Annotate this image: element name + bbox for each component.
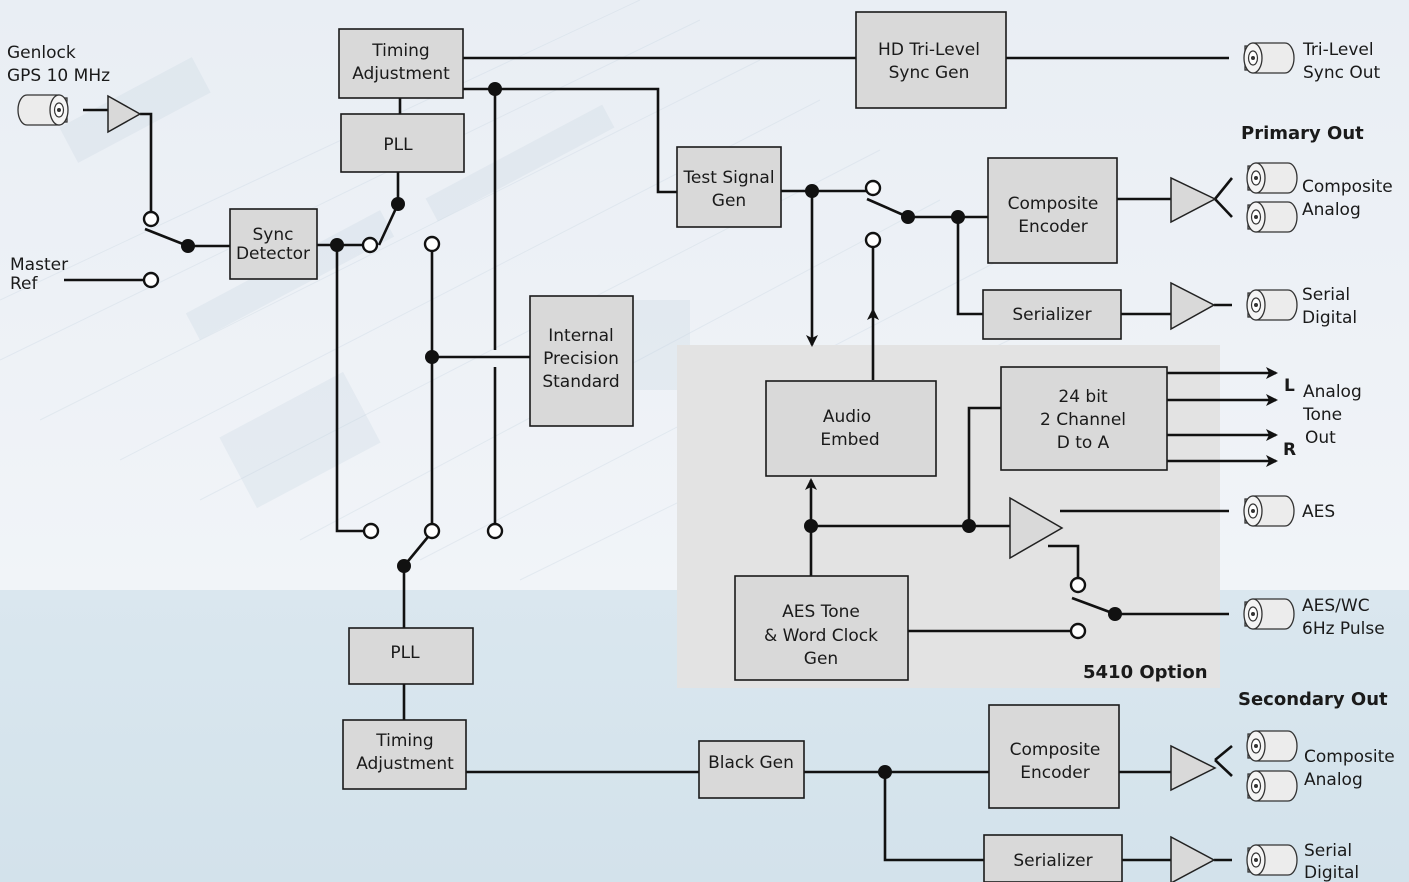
serial-secondary-bnc-icon <box>1246 844 1298 876</box>
composite-encoder-primary-line-2: Encoder <box>1018 217 1088 237</box>
composite-encoder-secondary-block: Composite Encoder <box>988 704 1120 809</box>
aes-bnc-icon <box>1243 495 1295 527</box>
composite-encoder-secondary-line-2: Encoder <box>1020 763 1090 783</box>
composite-secondary-line-2: Analog <box>1304 770 1363 790</box>
pll-bottom-block: PLL <box>348 627 474 685</box>
trilevel-out-line-2: Sync Out <box>1303 63 1381 83</box>
primary-out-heading: Primary Out <box>1241 123 1364 144</box>
dac-line-2: 2 Channel <box>1040 410 1126 430</box>
composite-primary-line-2: Analog <box>1302 200 1361 220</box>
switch-terminals <box>142 179 1087 640</box>
serializer-primary-block: Serializer <box>982 289 1122 340</box>
genlock-label-line-2: GPS 10 MHz <box>7 66 110 86</box>
ips-line-3: Standard <box>542 372 619 392</box>
trilevel-bnc-connector-icon <box>1243 42 1295 74</box>
hd-trilevel-line-1: HD Tri-Level <box>878 40 980 60</box>
dac-block: 24 bit 2 Channel D to A <box>1000 366 1168 471</box>
black-gen-block: Black Gen <box>698 740 805 799</box>
option-5410-label: 5410 Option <box>1083 662 1208 683</box>
serializer-secondary-label: Serializer <box>1013 851 1092 871</box>
timing-top-line-1: Timing <box>371 41 429 61</box>
right-channel-label: R <box>1283 440 1296 460</box>
analog-tone-line-2: Tone <box>1302 405 1342 425</box>
timing-top-line-2: Adjustment <box>352 64 450 84</box>
pll-bottom-label: PLL <box>390 643 420 663</box>
aes-tone-word-clock-gen-block: AES Tone & Word Clock Gen <box>734 575 909 681</box>
master-ref-line-2: Ref <box>10 274 39 294</box>
composite-encoder-primary-block: Composite Encoder <box>987 157 1118 264</box>
primary-serial-amplifier <box>1170 281 1216 331</box>
serial-secondary-line-1: Serial <box>1304 841 1352 861</box>
aes-tone-line-3: Gen <box>804 649 838 669</box>
internal-precision-standard-block: Internal Precision Standard <box>529 295 634 427</box>
aes-out-label: AES <box>1302 502 1335 522</box>
genlock-input-amplifier <box>107 94 142 134</box>
composite-secondary-bnc-a-icon <box>1246 730 1298 762</box>
master-ref-line-1: Master <box>10 255 68 275</box>
genlock-label-line-1: Genlock <box>7 43 76 63</box>
pll-top-label: PLL <box>383 135 413 155</box>
analog-tone-line-1: Analog <box>1303 382 1362 402</box>
aes-amplifier <box>1009 496 1064 560</box>
sync-detector-line-2: Detector <box>236 244 310 264</box>
serial-primary-bnc-icon <box>1246 289 1298 321</box>
aes-wc-line-2: 6Hz Pulse <box>1302 619 1385 639</box>
hd-trilevel-sync-gen-block: HD Tri-Level Sync Gen <box>855 11 1007 109</box>
amplifiers <box>107 94 1217 882</box>
secondary-out-heading: Secondary Out <box>1238 689 1388 710</box>
secondary-serial-amplifier <box>1170 835 1216 882</box>
timing-bottom-line-1: Timing <box>375 731 433 751</box>
left-channel-label: L <box>1284 376 1295 396</box>
pll-top-block: PLL <box>340 113 465 173</box>
composite-secondary-bnc-b-icon <box>1246 770 1298 802</box>
test-signal-gen-block: Test Signal Gen <box>676 146 782 228</box>
composite-secondary-line-1: Composite <box>1304 747 1395 767</box>
serializer-primary-label: Serializer <box>1012 305 1091 325</box>
input-labels: Genlock GPS 10 MHz Master Ref <box>7 43 110 294</box>
serial-primary-line-2: Digital <box>1302 308 1357 328</box>
black-gen-label: Black Gen <box>708 753 794 773</box>
test-signal-line-1: Test Signal <box>682 168 774 188</box>
serial-primary-line-1: Serial <box>1302 285 1350 305</box>
genlock-bnc-connector-icon <box>17 94 69 126</box>
audio-embed-line-1: Audio <box>823 407 871 427</box>
ips-line-1: Internal <box>548 326 614 346</box>
ips-line-2: Precision <box>543 349 619 369</box>
dac-line-3: D to A <box>1057 433 1110 453</box>
analog-tone-line-3: Out <box>1305 428 1336 448</box>
aes-wc-line-1: AES/WC <box>1302 596 1370 616</box>
aes-tone-line-2: & Word Clock <box>764 626 878 646</box>
audio-embed-line-2: Embed <box>820 430 879 450</box>
hd-trilevel-line-2: Sync Gen <box>889 63 970 83</box>
composite-primary-bnc-a-icon <box>1246 162 1298 194</box>
output-labels: Tri-Level Sync Out Composite Analog Seri… <box>1302 40 1395 882</box>
trilevel-out-line-1: Tri-Level <box>1302 40 1374 60</box>
timing-adjustment-top-block: Timing Adjustment <box>338 28 464 99</box>
serializer-secondary-block: Serializer <box>983 834 1123 882</box>
sync-detector-line-1: Sync <box>253 225 294 245</box>
composite-primary-line-1: Composite <box>1302 177 1393 197</box>
primary-composite-amplifier <box>1170 176 1217 224</box>
serial-secondary-line-2: Digital <box>1304 863 1359 882</box>
timing-adjustment-bottom-block: Timing Adjustment <box>342 719 467 790</box>
composite-encoder-primary-line-1: Composite <box>1008 194 1099 214</box>
sync-detector-block: Sync Detector <box>229 208 318 280</box>
test-signal-line-2: Gen <box>712 191 746 211</box>
timing-bottom-line-2: Adjustment <box>356 754 454 774</box>
composite-encoder-secondary-line-1: Composite <box>1010 740 1101 760</box>
dac-line-1: 24 bit <box>1058 387 1108 407</box>
aes-tone-line-1: AES Tone <box>782 602 860 622</box>
secondary-composite-amplifier <box>1170 744 1217 792</box>
aes-wc-bnc-icon <box>1243 598 1295 630</box>
composite-primary-bnc-b-icon <box>1246 201 1298 233</box>
wires <box>64 56 1278 862</box>
audio-embed-block: Audio Embed <box>765 380 937 477</box>
junction-dots <box>181 82 1122 779</box>
